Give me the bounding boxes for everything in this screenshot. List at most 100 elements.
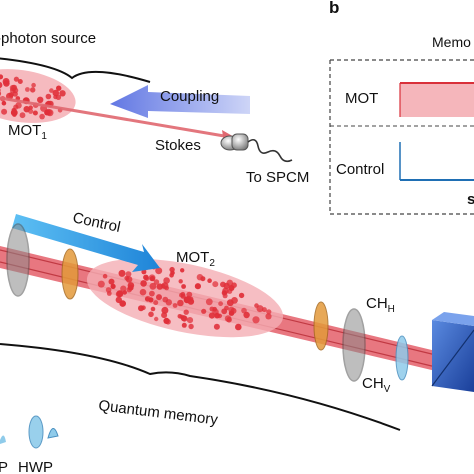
atom-dot xyxy=(153,300,159,306)
atom-dot xyxy=(238,292,245,299)
panel-b-frame xyxy=(329,59,474,215)
atom-dot xyxy=(13,76,19,82)
atom-dot xyxy=(108,278,115,285)
atom-dot xyxy=(186,291,193,298)
atom-dot xyxy=(224,315,232,322)
stokes-label: Stokes xyxy=(155,137,201,154)
atom-dot xyxy=(243,311,250,319)
mot2-atoms xyxy=(97,264,272,331)
polarizer-small xyxy=(0,435,6,444)
atom-dot xyxy=(186,317,194,324)
atom-dot xyxy=(0,74,4,80)
atom-dot xyxy=(37,96,44,104)
atom-dot xyxy=(194,283,201,290)
atom-dot xyxy=(19,112,26,119)
waveplate-left xyxy=(61,248,79,300)
atom-dot xyxy=(110,283,116,289)
atom-dot xyxy=(156,294,162,301)
atom-dot xyxy=(180,293,186,299)
hwp-optics xyxy=(28,415,59,449)
mot-trace xyxy=(399,82,474,117)
control-trace xyxy=(399,142,474,181)
atom-dot xyxy=(9,84,16,92)
atom-dot xyxy=(106,291,112,296)
atom-dot xyxy=(177,299,184,307)
fiber-cable xyxy=(247,138,293,163)
control-label: Control xyxy=(71,209,122,236)
hwp-label: HWP xyxy=(18,459,53,474)
chv-label: CHV xyxy=(362,375,391,395)
atom-dot xyxy=(118,269,126,277)
atom-dot xyxy=(241,307,247,314)
atom-dot xyxy=(153,279,160,285)
atom-dot xyxy=(150,306,156,312)
atom-dot xyxy=(1,100,7,106)
atom-dot xyxy=(222,287,229,295)
panel-b-letter: b xyxy=(329,0,339,17)
atom-dot xyxy=(49,88,54,93)
source-bracket xyxy=(0,57,151,83)
spcm-label: To SPCM xyxy=(246,169,309,186)
atom-dot xyxy=(45,93,52,100)
atom-dot xyxy=(139,288,147,296)
atom-dot xyxy=(148,311,154,318)
lens-right xyxy=(342,308,366,382)
atom-dot xyxy=(149,282,157,290)
atom-dot xyxy=(28,108,34,114)
atom-dot xyxy=(181,322,187,328)
atom-dot xyxy=(161,306,169,314)
atom-dot xyxy=(170,270,175,276)
atom-dot xyxy=(213,323,220,330)
atom-dot xyxy=(223,282,230,290)
coupling-label: Coupling xyxy=(160,88,219,105)
atom-dot xyxy=(39,113,45,120)
panel-b-title: Memo xyxy=(432,34,471,50)
atom-dot xyxy=(59,90,66,97)
atom-dot xyxy=(212,281,219,288)
atom-dot xyxy=(141,269,147,275)
atom-dot xyxy=(138,305,144,312)
atom-dot xyxy=(183,309,189,315)
atom-dot xyxy=(0,91,2,96)
lens-left xyxy=(6,223,30,297)
beam-displacer-prism xyxy=(431,312,474,392)
atom-dot xyxy=(178,279,183,284)
atom-dot xyxy=(165,299,172,306)
atom-dot xyxy=(56,85,62,91)
atom-dot xyxy=(102,273,108,279)
atom-dot xyxy=(44,109,51,116)
atom-dot xyxy=(55,94,62,101)
atom-dot xyxy=(115,296,123,304)
atom-dot xyxy=(11,107,17,113)
atom-dot xyxy=(97,280,105,288)
atom-dot xyxy=(205,298,213,306)
atom-dot xyxy=(254,303,259,308)
atom-dot xyxy=(12,112,17,118)
atom-dot xyxy=(28,105,33,110)
atom-dot xyxy=(32,110,38,116)
control-row-label: Control xyxy=(336,161,384,178)
atom-dot xyxy=(218,301,224,307)
atom-dot xyxy=(235,323,242,331)
atom-dot xyxy=(208,312,215,319)
atom-dot xyxy=(165,319,171,325)
atom-dot xyxy=(231,282,237,289)
panel-b-cut-letter: s xyxy=(467,191,474,208)
atom-dot xyxy=(0,81,3,89)
atom-dot xyxy=(163,277,170,284)
atom-dot xyxy=(120,285,127,292)
atom-dot xyxy=(140,280,147,287)
atom-dot xyxy=(1,108,8,115)
mot1-atoms xyxy=(0,74,66,120)
atom-dot xyxy=(52,89,60,97)
atom-dot xyxy=(149,290,155,297)
atom-dot xyxy=(181,284,187,289)
atom-dot xyxy=(181,315,188,322)
atom-dot xyxy=(31,82,36,88)
atom-dot xyxy=(125,276,133,283)
mot2-label: MOT2 xyxy=(176,249,215,269)
atom-dot xyxy=(180,268,185,273)
atom-dot xyxy=(160,283,166,289)
atom-dot xyxy=(3,80,10,87)
